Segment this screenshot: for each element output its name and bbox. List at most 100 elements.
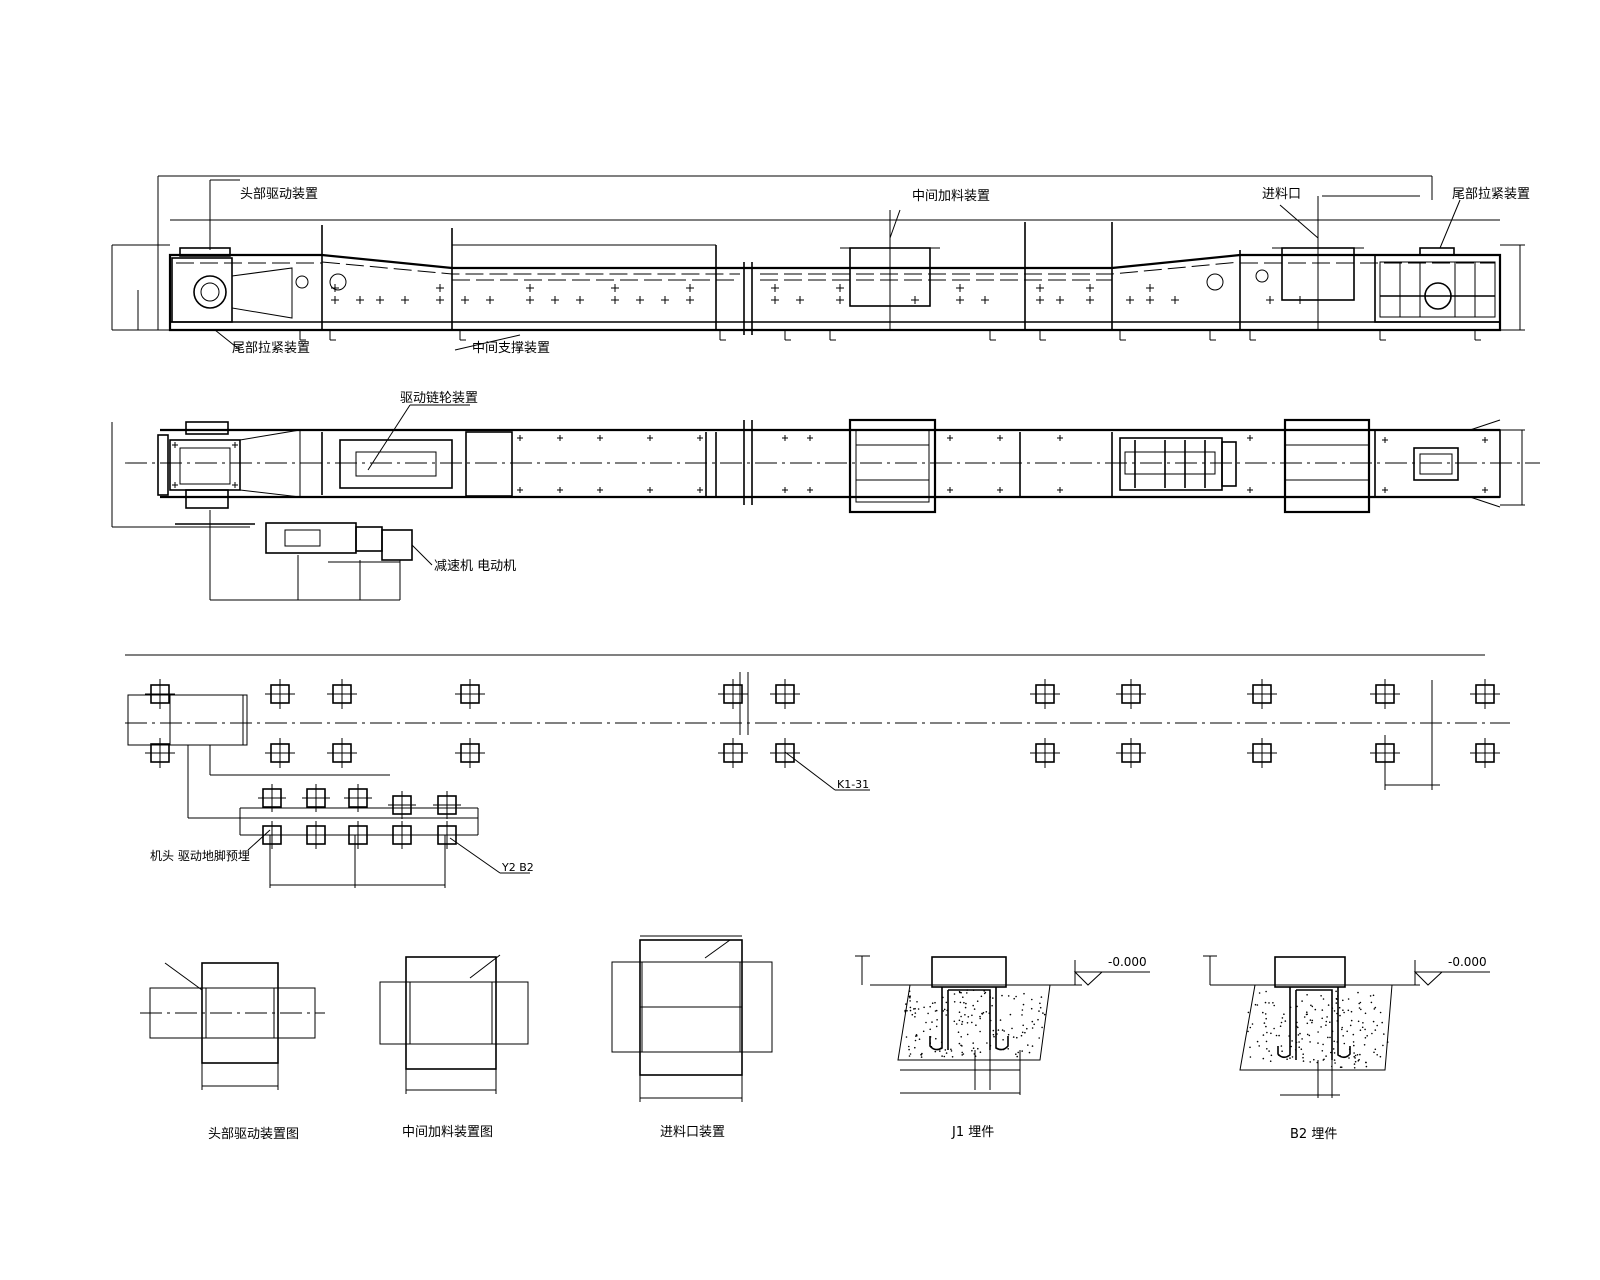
bolt-mark	[461, 296, 469, 304]
bolt-mark	[401, 296, 409, 304]
bolt-mark	[172, 442, 178, 448]
bolt-mark	[981, 296, 989, 304]
plan-feed-box	[848, 418, 937, 514]
embed-plate	[145, 738, 175, 768]
bolt-mark	[611, 296, 619, 304]
bolt-mark	[436, 296, 444, 304]
bolt-mark	[486, 296, 494, 304]
elevation-tail	[1374, 247, 1501, 323]
bolt-mark	[576, 296, 584, 304]
embed-plate	[1470, 738, 1500, 768]
elevation-feed-box	[840, 210, 940, 330]
elevation-head	[171, 247, 347, 323]
embed-plate	[1030, 738, 1060, 768]
bolt-mark	[551, 296, 559, 304]
support-foot	[989, 330, 996, 341]
bolt-mark	[331, 296, 339, 304]
bolt-mark	[1266, 296, 1274, 304]
bolt-mark	[331, 284, 339, 292]
elevation-head-label: 头部驱动装置	[240, 187, 318, 202]
bolt-mark	[356, 296, 364, 304]
bolt-mark	[647, 487, 653, 493]
elevation-support-label: 中间支撑装置	[472, 341, 550, 356]
plan-drive-label: 驱动链轮装置	[400, 391, 478, 406]
embed-plate	[455, 679, 485, 709]
embed-plate	[770, 738, 800, 768]
detail-j1-embed	[855, 955, 1150, 1095]
elevation-flanges	[321, 222, 1241, 330]
support-foot	[299, 330, 306, 341]
bolt-mark	[1482, 437, 1488, 443]
elevation-inlet-label: 进料口	[1262, 187, 1301, 202]
bolt-mark	[611, 284, 619, 292]
bolt-mark	[232, 482, 238, 488]
plan-head-drive	[157, 421, 433, 601]
embed-plate	[1116, 679, 1146, 709]
bolt-mark	[1126, 296, 1134, 304]
bolt-mark	[947, 435, 953, 441]
bolt-mark	[636, 296, 644, 304]
elevation-middle-label: 中间加料装置	[912, 189, 990, 204]
bolt-mark	[557, 435, 563, 441]
bolt-mark	[956, 296, 964, 304]
embed-plate	[770, 679, 800, 709]
drive-plate	[344, 784, 372, 812]
detail-3-caption: 进料口装置	[660, 1125, 725, 1140]
bolt-mark	[697, 487, 703, 493]
support-foot	[784, 330, 791, 341]
bolt-mark	[1247, 435, 1253, 441]
elevation-inlet-box	[1206, 196, 1364, 330]
bolt-mark	[1036, 296, 1044, 304]
bolt-mark	[1057, 435, 1063, 441]
bolt-mark	[1056, 296, 1064, 304]
bolt-mark	[597, 487, 603, 493]
bolt-mark	[1482, 487, 1488, 493]
support-foot	[1379, 330, 1386, 341]
bolt-mark	[526, 296, 534, 304]
bolt-mark	[782, 435, 788, 441]
bolt-mark	[597, 435, 603, 441]
support-foot	[1474, 330, 1481, 341]
embed-plate	[327, 679, 357, 709]
bolt-mark	[796, 296, 804, 304]
embed-plate	[327, 738, 357, 768]
plan-motor-label: 减速机 电动机	[434, 559, 516, 574]
bolt-mark	[686, 284, 694, 292]
support-foot	[329, 330, 336, 341]
bolt-mark	[1146, 296, 1154, 304]
bolt-mark	[1382, 437, 1388, 443]
support-foot	[719, 330, 726, 341]
bolt-mark	[436, 284, 444, 292]
drive-plate	[344, 821, 372, 849]
plan-tail	[1374, 419, 1501, 508]
support-foot	[1039, 330, 1046, 341]
detail-inlet	[611, 935, 773, 1102]
foundation-left-label: 机头 驱动地脚预埋	[150, 848, 250, 863]
bolt-mark	[911, 296, 919, 304]
elevation-tail-drive-label: 尾部拉紧装置	[232, 341, 310, 356]
bolt-mark	[1086, 296, 1094, 304]
foundation-embed-a-label: K1-31	[837, 778, 869, 791]
bolt-mark	[557, 487, 563, 493]
bolt-mark	[172, 482, 178, 488]
detail-1-caption: 头部驱动装置图	[208, 1127, 299, 1142]
bolt-mark	[947, 487, 953, 493]
bolt-mark	[232, 442, 238, 448]
elevation-bolt-marks	[331, 284, 1304, 304]
support-foot	[1249, 330, 1256, 341]
drive-plate	[433, 791, 461, 819]
embed-plate	[1247, 738, 1277, 768]
bolt-mark	[771, 284, 779, 292]
plan-bolt-marks	[172, 435, 1488, 493]
bolt-mark	[1146, 284, 1154, 292]
plan-flanges	[705, 420, 1113, 505]
embed-plate	[145, 679, 175, 709]
embed-plate	[1030, 679, 1060, 709]
bolt-mark	[1247, 487, 1253, 493]
detail-b2-concrete-fill	[1247, 990, 1389, 1069]
drive-plate	[388, 821, 416, 849]
bolt-mark	[807, 435, 813, 441]
bolt-mark	[647, 435, 653, 441]
embed-plate	[1370, 679, 1400, 709]
